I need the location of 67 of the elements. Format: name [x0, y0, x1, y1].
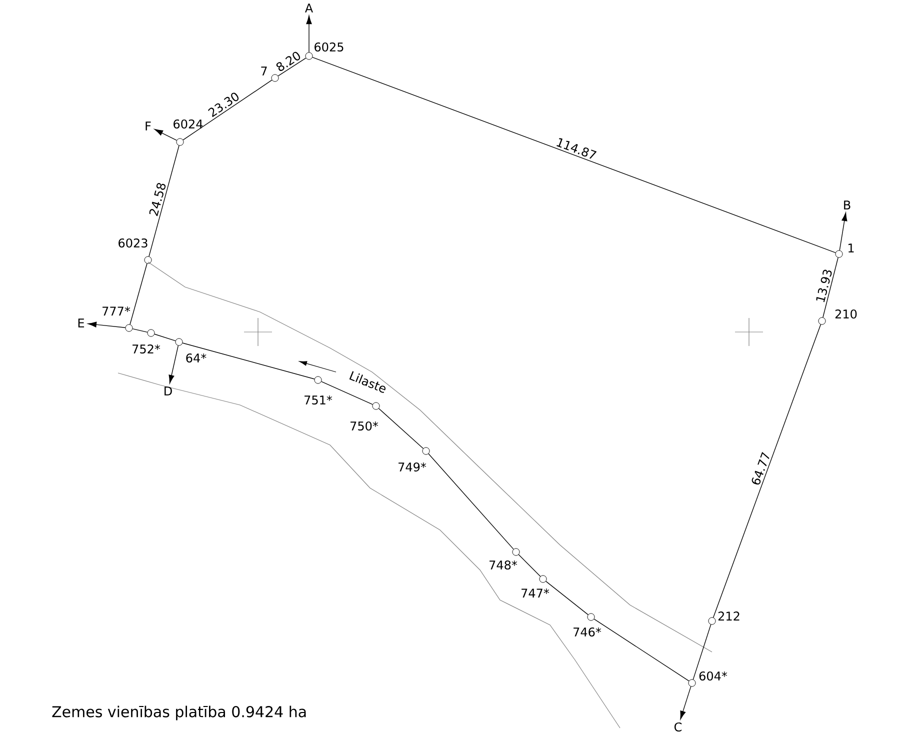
boundary-line — [278, 58, 306, 76]
survey-point: 210 — [818, 309, 857, 325]
node-label: 64* — [186, 353, 206, 363]
node-label: 212 — [718, 612, 740, 620]
survey-point: 777* — [102, 306, 133, 332]
boundary-line — [130, 263, 148, 325]
direction-letter: B — [844, 200, 850, 210]
node-label: 749* — [398, 462, 426, 472]
boundary-line — [321, 381, 373, 405]
direction-letter: F — [146, 122, 151, 130]
direction-letter: E — [78, 318, 84, 328]
direction-letter: C — [674, 722, 682, 732]
boundary-line — [182, 80, 272, 140]
node-label: 748* — [490, 560, 518, 570]
direction-arrow — [168, 345, 179, 384]
survey-point: 604* — [688, 671, 728, 687]
node-label: 777* — [102, 306, 130, 316]
survey-point: 64* — [175, 338, 206, 363]
boundary-line — [148, 145, 180, 257]
survey-point: 746* — [574, 613, 602, 637]
survey-point: 751* — [304, 376, 332, 405]
direction-arrow — [306, 16, 312, 53]
direction-arrow — [88, 322, 126, 328]
survey-point: 752* — [132, 329, 160, 354]
distance-label: 8.20 — [276, 52, 300, 71]
boundary-line — [518, 554, 541, 577]
caption: Zemes vienības platība 0.9424 ha — [52, 706, 306, 720]
direction-arrow — [680, 686, 692, 720]
node-label: 6025 — [314, 42, 344, 52]
distance-label: 24.58 — [149, 182, 166, 216]
direction-letter: A — [305, 4, 313, 12]
node-label: 7 — [261, 66, 267, 76]
node-label: 751* — [304, 395, 332, 405]
node-label: 752* — [132, 344, 160, 354]
node-label: 604* — [699, 671, 728, 681]
distance-label: 13.93 — [816, 270, 832, 302]
survey-point: 212 — [708, 612, 740, 625]
survey-point: 6023 — [118, 238, 152, 264]
boundary-line — [546, 580, 588, 616]
boundary-line — [692, 624, 712, 680]
distance-label: 64.77 — [752, 452, 770, 485]
boundary-line — [312, 56, 836, 254]
survey-point: 748* — [490, 548, 520, 570]
node-label: 746* — [574, 627, 602, 637]
boundary-line — [428, 453, 514, 550]
boundary-line — [182, 342, 315, 380]
direction-arrow — [839, 212, 848, 251]
node-label: 1 — [848, 244, 854, 252]
survey-point: 750* — [350, 402, 380, 431]
boundary-line — [594, 618, 690, 682]
boundary-line — [712, 324, 822, 618]
node-label: 750* — [350, 421, 378, 431]
survey-point: 747* — [522, 575, 550, 598]
survey-point: 1 — [835, 244, 854, 258]
survey-point: 749* — [398, 447, 430, 472]
direction-letter: D — [164, 386, 172, 396]
node-label: 210 — [835, 309, 857, 319]
boundary-line — [132, 328, 148, 333]
boundary-line — [378, 408, 424, 449]
boundary-line — [822, 257, 838, 318]
survey-point: 6025 — [305, 42, 344, 60]
node-label: 6023 — [118, 238, 148, 248]
boundary-line — [154, 334, 176, 342]
node-label: 747* — [522, 588, 550, 598]
node-label: 6024 — [174, 119, 203, 129]
survey-point: 6024 — [174, 119, 203, 146]
direction-arrow — [154, 129, 177, 141]
